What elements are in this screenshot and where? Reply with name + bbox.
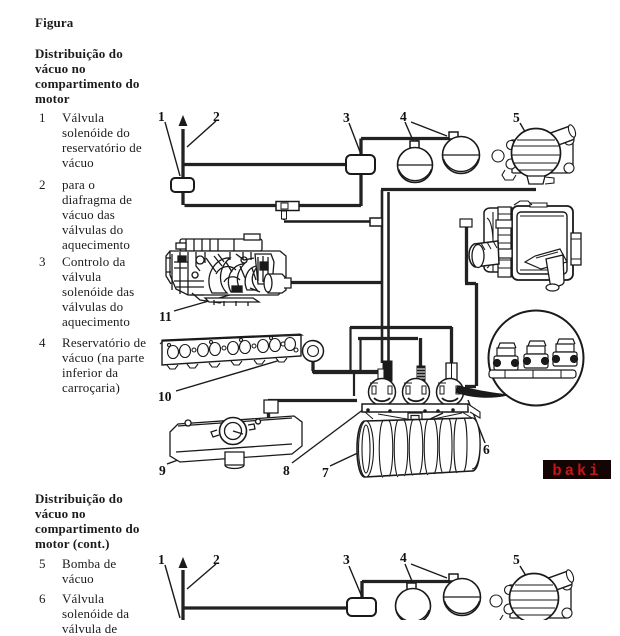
svg-text:1: 1 [158, 109, 165, 124]
svg-text:3: 3 [343, 110, 350, 125]
svg-text:10: 10 [158, 389, 172, 404]
svg-text:8: 8 [283, 463, 290, 478]
svg-text:5: 5 [513, 110, 520, 125]
svg-text:2: 2 [213, 109, 220, 124]
svg-text:5: 5 [513, 552, 520, 567]
svg-text:4: 4 [400, 109, 407, 124]
svg-text:4: 4 [400, 550, 407, 565]
svg-text:6: 6 [483, 442, 490, 457]
svg-text:7: 7 [322, 465, 329, 480]
svg-text:1: 1 [158, 552, 165, 567]
svg-text:11: 11 [159, 309, 172, 324]
svg-text:2: 2 [213, 552, 220, 567]
svg-text:baki: baki [552, 462, 601, 480]
svg-text:9: 9 [159, 463, 166, 478]
svg-text:3: 3 [343, 552, 350, 567]
